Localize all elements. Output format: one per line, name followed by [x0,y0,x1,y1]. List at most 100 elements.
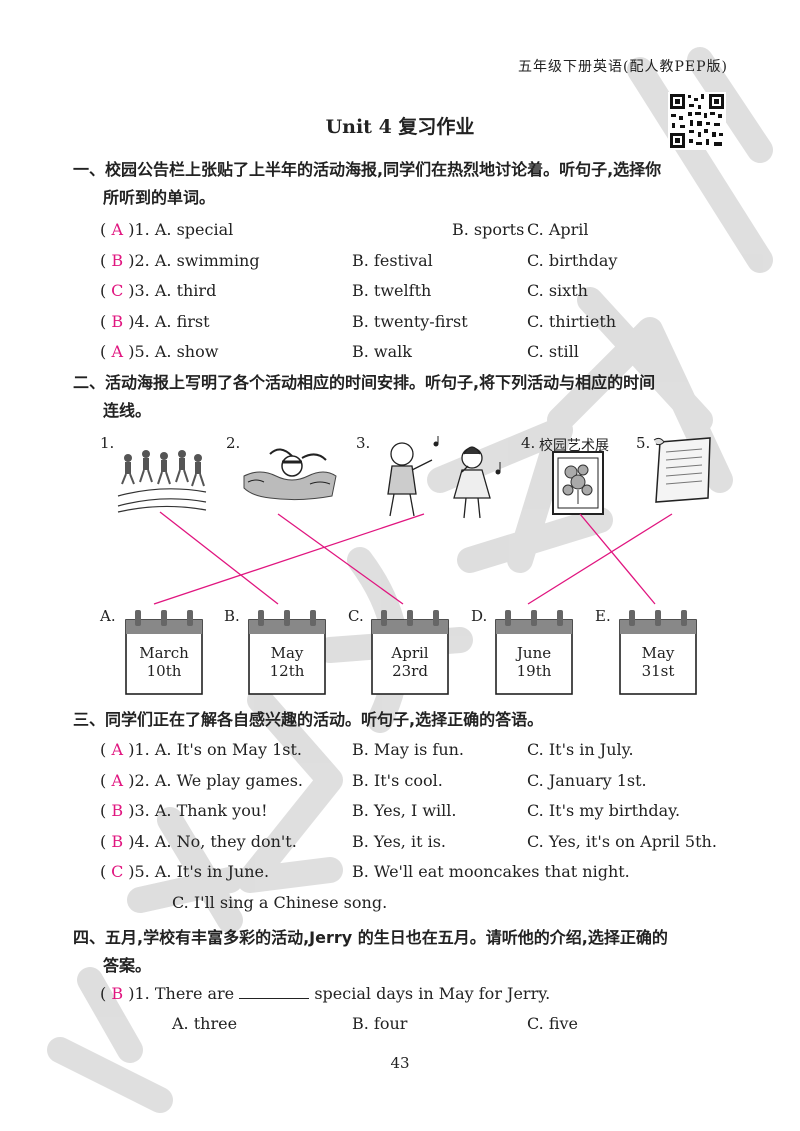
answer-mark: A [111,342,124,361]
section-1-items: (A)1. A. special B. sports C. April (B)2… [100,218,760,364]
option-b: B. May is fun. [352,740,465,759]
answer-mark: C [111,862,124,881]
answer-mark: B [111,831,124,851]
list-item: (A)1. A. It's on May 1st. B. May is fun.… [100,738,760,762]
option-c: C. thirtieth [527,311,617,331]
section-2-title-line1: 二、活动海报上写明了各个活动相应的时间安排。听句子,将下列活动与相应的时间 [73,373,656,392]
option-a: )5. A. show [128,342,219,361]
page-number: 43 [390,1054,410,1072]
option-b: B. twenty-first [352,311,468,331]
option-c: C. It's in July. [527,740,634,759]
swimming-icon [243,448,337,501]
option-a: )3. A. Thank you! [128,801,268,820]
option-b: B. walk [352,342,412,361]
answer-blank[interactable] [239,984,310,999]
option-a: )4. A. No, they don't. [128,831,297,851]
calendar-day: 19th [516,662,552,680]
option-a: )1. A. special [128,220,234,239]
calendar-icon [495,610,573,695]
calendar-letter: D. [471,607,488,625]
section-1-title-line2: 所听到的单词。 [103,188,216,207]
option-a: )4. A. first [128,311,210,331]
answer-mark: B [111,311,124,331]
calendar-icon [371,610,449,695]
section-2-heading: 二、活动海报上写明了各个活动相应的时间安排。听句子,将下列活动与相应的时间 连线… [73,369,743,425]
option-b: B. It's cool. [352,770,443,790]
calendar-letter: C. [348,607,364,625]
answer-mark: B [111,801,124,820]
calendar-day: 23rd [392,662,428,680]
section-4-title-line1: 四、五月,学校有丰富多彩的活动,Jerry 的生日也在五月。请听他的介绍,选择正… [73,928,668,947]
section-2-title-line2: 连线。 [103,401,152,420]
list-item: (B)4. A. No, they don't. B. Yes, it is. … [100,830,760,854]
picture-number: 3. [356,434,371,452]
option-c: C. five [527,1014,579,1033]
list-item: (C)5. A. It's in June. B. We'll eat moon… [100,860,760,884]
option-b: B. twelfth [352,281,432,300]
question-text-end: special days in May for Jerry. [314,984,551,1003]
option-c: C. April [527,220,589,239]
list-item: (A)2. A. We play games. B. It's cool. C.… [100,769,760,793]
option-a: )1. A. It's on May 1st. [128,740,302,759]
question-text: )1. There are [128,984,235,1003]
scroll-poem-icon [653,437,711,503]
calendar-letter: A. [100,607,116,625]
picture-number: 1. [100,434,115,452]
option-b: B. four [352,1014,408,1033]
page-title: Unit 4 复习作业 [325,116,475,138]
option-c: C. sixth [527,281,588,300]
section-1-title-line1: 一、校园公告栏上张贴了上半年的活动海报,同学们在热烈地讨论着。听句子,选择你 [73,160,662,179]
list-item: (A)5. A. show B. walk C. still [100,340,760,364]
art-show-icon [552,451,604,515]
list-item: (B)4. A. first B. twenty-first C. thirti… [100,310,760,334]
option-b: B. Yes, I will. [352,801,457,820]
section-1-heading: 一、校园公告栏上张贴了上半年的活动海报,同学们在热烈地讨论着。听句子,选择你 所… [73,156,743,212]
section-4-items: (B)1. There are special days in May for … [100,982,760,1036]
option-c: C. Yes, it's on April 5th. [527,831,717,851]
answer-mark: B [111,984,124,1003]
answer-mark: A [111,770,124,790]
picture-number: 2. [226,434,241,452]
calendar-icon [619,610,697,695]
art-show-caption: 校园艺术展 [539,438,609,454]
calendar-month: April [391,644,429,662]
calendar-letter: B. [224,607,240,625]
answer-mark: C [111,281,124,300]
picture-number: 4. [521,434,536,452]
option-a: )2. A. swimming [128,250,260,270]
answer-mark: B [111,250,124,270]
option-c: C. still [527,342,579,361]
calendar-day: 31st [641,662,675,680]
section-3-heading: 三、同学们正在了解各自感兴趣的活动。听句子,选择正确的答语。 [73,710,544,729]
calendar-letter: E. [595,607,611,625]
running-race-icon [117,450,207,513]
option-a: )2. A. We play games. [128,770,304,790]
option-c-continued: C. I'll sing a Chinese song. [172,892,388,912]
qr-code-icon[interactable] [668,92,726,150]
list-item: (A)1. A. special B. sports C. April [100,218,760,242]
option-a: )3. A. third [128,281,217,300]
calendar-card-d: June 19th [494,608,574,700]
section-4-heading: 四、五月,学校有丰富多彩的活动,Jerry 的生日也在五月。请听他的介绍,选择正… [73,924,743,980]
list-item: A. three B. four C. five [100,1012,760,1036]
option-b: B. festival [352,250,433,270]
answer-mark: A [111,740,124,759]
calendar-month: June [516,644,552,662]
calendar-card-e: May 31st [618,608,698,700]
calendar-card-a: March 10th [124,608,204,700]
picture-number: 5. [636,434,651,452]
option-b: B. We'll eat mooncakes that night. [352,862,630,881]
list-item: (B)2. A. swimming B. festival C. birthda… [100,249,760,273]
section-3-items: (A)1. A. It's on May 1st. B. May is fun.… [100,738,760,915]
calendar-month: May [270,644,304,662]
calendar-icon [248,610,326,695]
list-item: (B)1. There are special days in May for … [100,982,760,1006]
option-c: C. birthday [527,250,618,270]
calendar-card-c: April 23rd [370,608,450,700]
calendar-card-b: May 12th [247,608,327,700]
section-4-title-line2: 答案。 [103,956,152,975]
book-title: 五年级下册英语(配人教PEP版) [518,59,728,75]
list-item: (B)3. A. Thank you! B. Yes, I will. C. I… [100,799,760,823]
option-a: )5. A. It's in June. [128,862,270,881]
